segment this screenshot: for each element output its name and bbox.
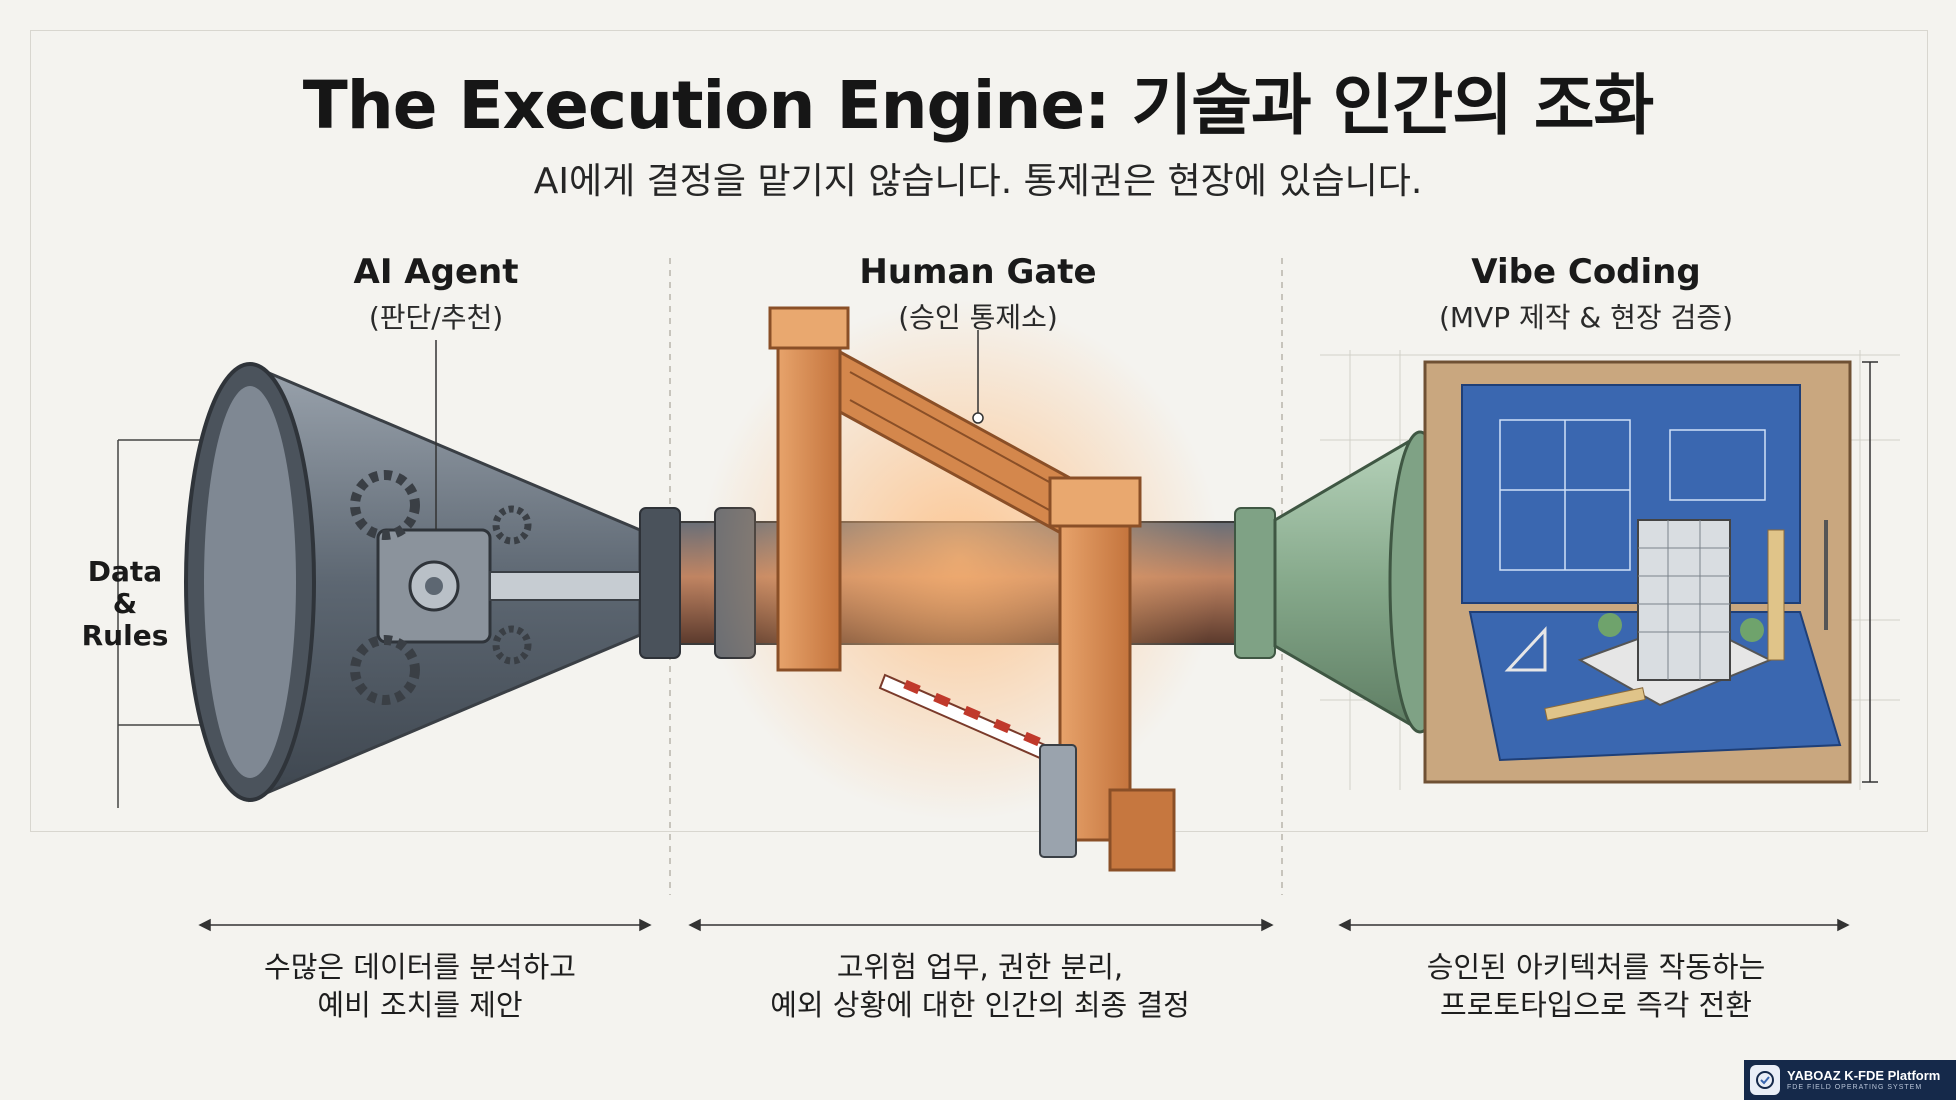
stage-name: Human Gate xyxy=(859,252,1097,292)
caption-human-gate: 고위험 업무, 권한 분리, 예외 상황에 대한 인간의 최종 결정 xyxy=(700,948,1260,1024)
caption-vibe-coding: 승인된 아키텍처를 작동하는 프로토타입으로 즉각 전환 xyxy=(1316,948,1876,1024)
caption-arrows xyxy=(198,918,1850,932)
gear-icon xyxy=(350,470,420,540)
badge-title: YABOAZ K-FDE Platform xyxy=(1787,1067,1941,1083)
building-icon xyxy=(1637,519,1731,681)
triangle-ruler-icon xyxy=(1504,626,1547,672)
stage-sub: (MVP 제작 & 현장 검증) xyxy=(1438,301,1734,334)
gear-icon xyxy=(350,635,420,705)
data-rules-line: Data xyxy=(87,555,163,588)
platform-badge: YABOAZ K-FDE Platform FDE FIELD OPERATIN… xyxy=(1744,1060,1956,1100)
caption-line: 수많은 데이터를 분석하고 xyxy=(264,950,576,984)
vibe-coding-funnel xyxy=(1273,430,1452,734)
ruler-icon xyxy=(1544,687,1646,721)
caption-line: 예비 조치를 제안 xyxy=(317,988,523,1022)
stage-sub: (판단/추천) xyxy=(368,301,504,334)
ai-agent-funnel xyxy=(184,362,642,803)
tree-icon xyxy=(1598,613,1622,637)
platform-logo-icon xyxy=(1750,1065,1780,1095)
caption-line: 고위험 업무, 권한 분리, xyxy=(836,950,1124,984)
stage-sub: (승인 통제소) xyxy=(898,301,1058,334)
ruler-icon xyxy=(1767,529,1785,661)
stage-label-human-gate: Human Gate (승인 통제소) xyxy=(728,252,1228,336)
caption-ai-agent: 수많은 데이터를 분석하고 예비 조치를 제안 xyxy=(140,948,700,1024)
page-subtitle: AI에게 결정을 맡기지 않습니다. 통제권은 현장에 있습니다. xyxy=(533,161,1423,202)
tree-icon xyxy=(1740,618,1764,642)
stage-name: Vibe Coding xyxy=(1471,252,1701,292)
gear-icon xyxy=(492,505,532,545)
badge-subtitle: FDE FIELD OPERATING SYSTEM xyxy=(1787,1083,1923,1091)
data-rules-line: Rules xyxy=(81,619,169,652)
blueprint-board xyxy=(1423,360,1878,784)
data-rules-line: & xyxy=(112,587,138,620)
stage-name: AI Agent xyxy=(353,252,519,292)
page-title: The Execution Engine: 기술과 인간의 조화 xyxy=(302,67,1655,144)
caption-line: 예외 상황에 대한 인간의 최종 결정 xyxy=(770,988,1190,1022)
caption-line: 승인된 아키텍처를 작동하는 xyxy=(1426,950,1766,984)
human-gate xyxy=(700,300,1220,872)
caption-line: 프로토타입으로 즉각 전환 xyxy=(1440,988,1752,1022)
stage-label-vibe-coding: Vibe Coding (MVP 제작 & 현장 검증) xyxy=(1336,252,1836,336)
blueprint-frame xyxy=(30,30,1928,832)
stage-label-ai-agent: AI Agent (판단/추천) xyxy=(186,252,686,336)
gear-icon xyxy=(492,625,532,665)
data-rules-label: Data & Rules xyxy=(60,556,190,652)
